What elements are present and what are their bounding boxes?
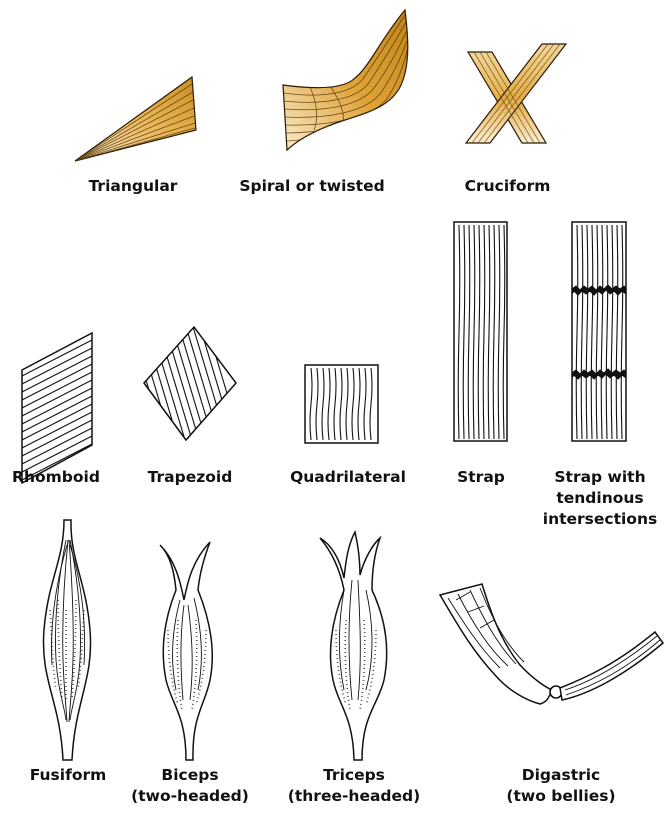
label-spiral-text: Spiral or twisted xyxy=(228,176,396,197)
label-trapezoid: Trapezoid xyxy=(138,467,242,488)
label-digastric: Digastric (two bellies) xyxy=(496,765,626,807)
digastric-muscle-shape xyxy=(440,584,663,704)
label-strap-tendinous: Strap with tendinous intersections xyxy=(536,467,664,530)
label-digastric-line1: Digastric xyxy=(496,765,626,786)
label-digastric-line2: (two bellies) xyxy=(496,786,626,807)
label-triceps: Triceps (three-headed) xyxy=(284,765,424,807)
label-cruciform-text: Cruciform xyxy=(455,176,560,197)
triangular-muscle-shape xyxy=(75,77,196,161)
label-triceps-line1: Triceps xyxy=(284,765,424,786)
trapezoid-muscle-shape xyxy=(108,300,247,460)
label-cruciform: Cruciform xyxy=(455,176,560,197)
label-triangular: Triangular xyxy=(78,176,188,197)
label-biceps: Biceps (two-headed) xyxy=(130,765,250,807)
quadrilateral-muscle-shape xyxy=(305,365,378,443)
label-triceps-line2: (three-headed) xyxy=(284,786,424,807)
label-trapezoid-text: Trapezoid xyxy=(138,467,242,488)
label-quadrilateral: Quadrilateral xyxy=(284,467,412,488)
label-strap-tendinous-line2: tendinous xyxy=(536,488,664,509)
label-strap-tendinous-line3: intersections xyxy=(536,509,664,530)
rhomboid-muscle-shape xyxy=(22,333,92,483)
cruciform-muscle-shape xyxy=(466,44,566,143)
biceps-muscle-shape xyxy=(160,542,212,760)
label-fusiform: Fusiform xyxy=(16,765,120,786)
label-biceps-line2: (two-headed) xyxy=(130,786,250,807)
label-rhomboid-text: Rhomboid xyxy=(4,467,108,488)
fusiform-muscle-shape xyxy=(43,520,90,760)
label-strap-tendinous-line1: Strap with xyxy=(536,467,664,488)
label-spiral: Spiral or twisted xyxy=(228,176,396,197)
label-strap: Strap xyxy=(446,467,516,488)
triceps-muscle-shape xyxy=(320,532,387,760)
label-strap-text: Strap xyxy=(446,467,516,488)
label-rhomboid: Rhomboid xyxy=(4,467,108,488)
label-triangular-text: Triangular xyxy=(78,176,188,197)
spiral-muscle-shape xyxy=(283,10,408,150)
label-quadrilateral-text: Quadrilateral xyxy=(284,467,412,488)
label-fusiform-text: Fusiform xyxy=(16,765,120,786)
strap-muscle-shape xyxy=(454,222,507,441)
label-biceps-line1: Biceps xyxy=(130,765,250,786)
strap-tendinous-muscle-shape xyxy=(572,222,626,441)
